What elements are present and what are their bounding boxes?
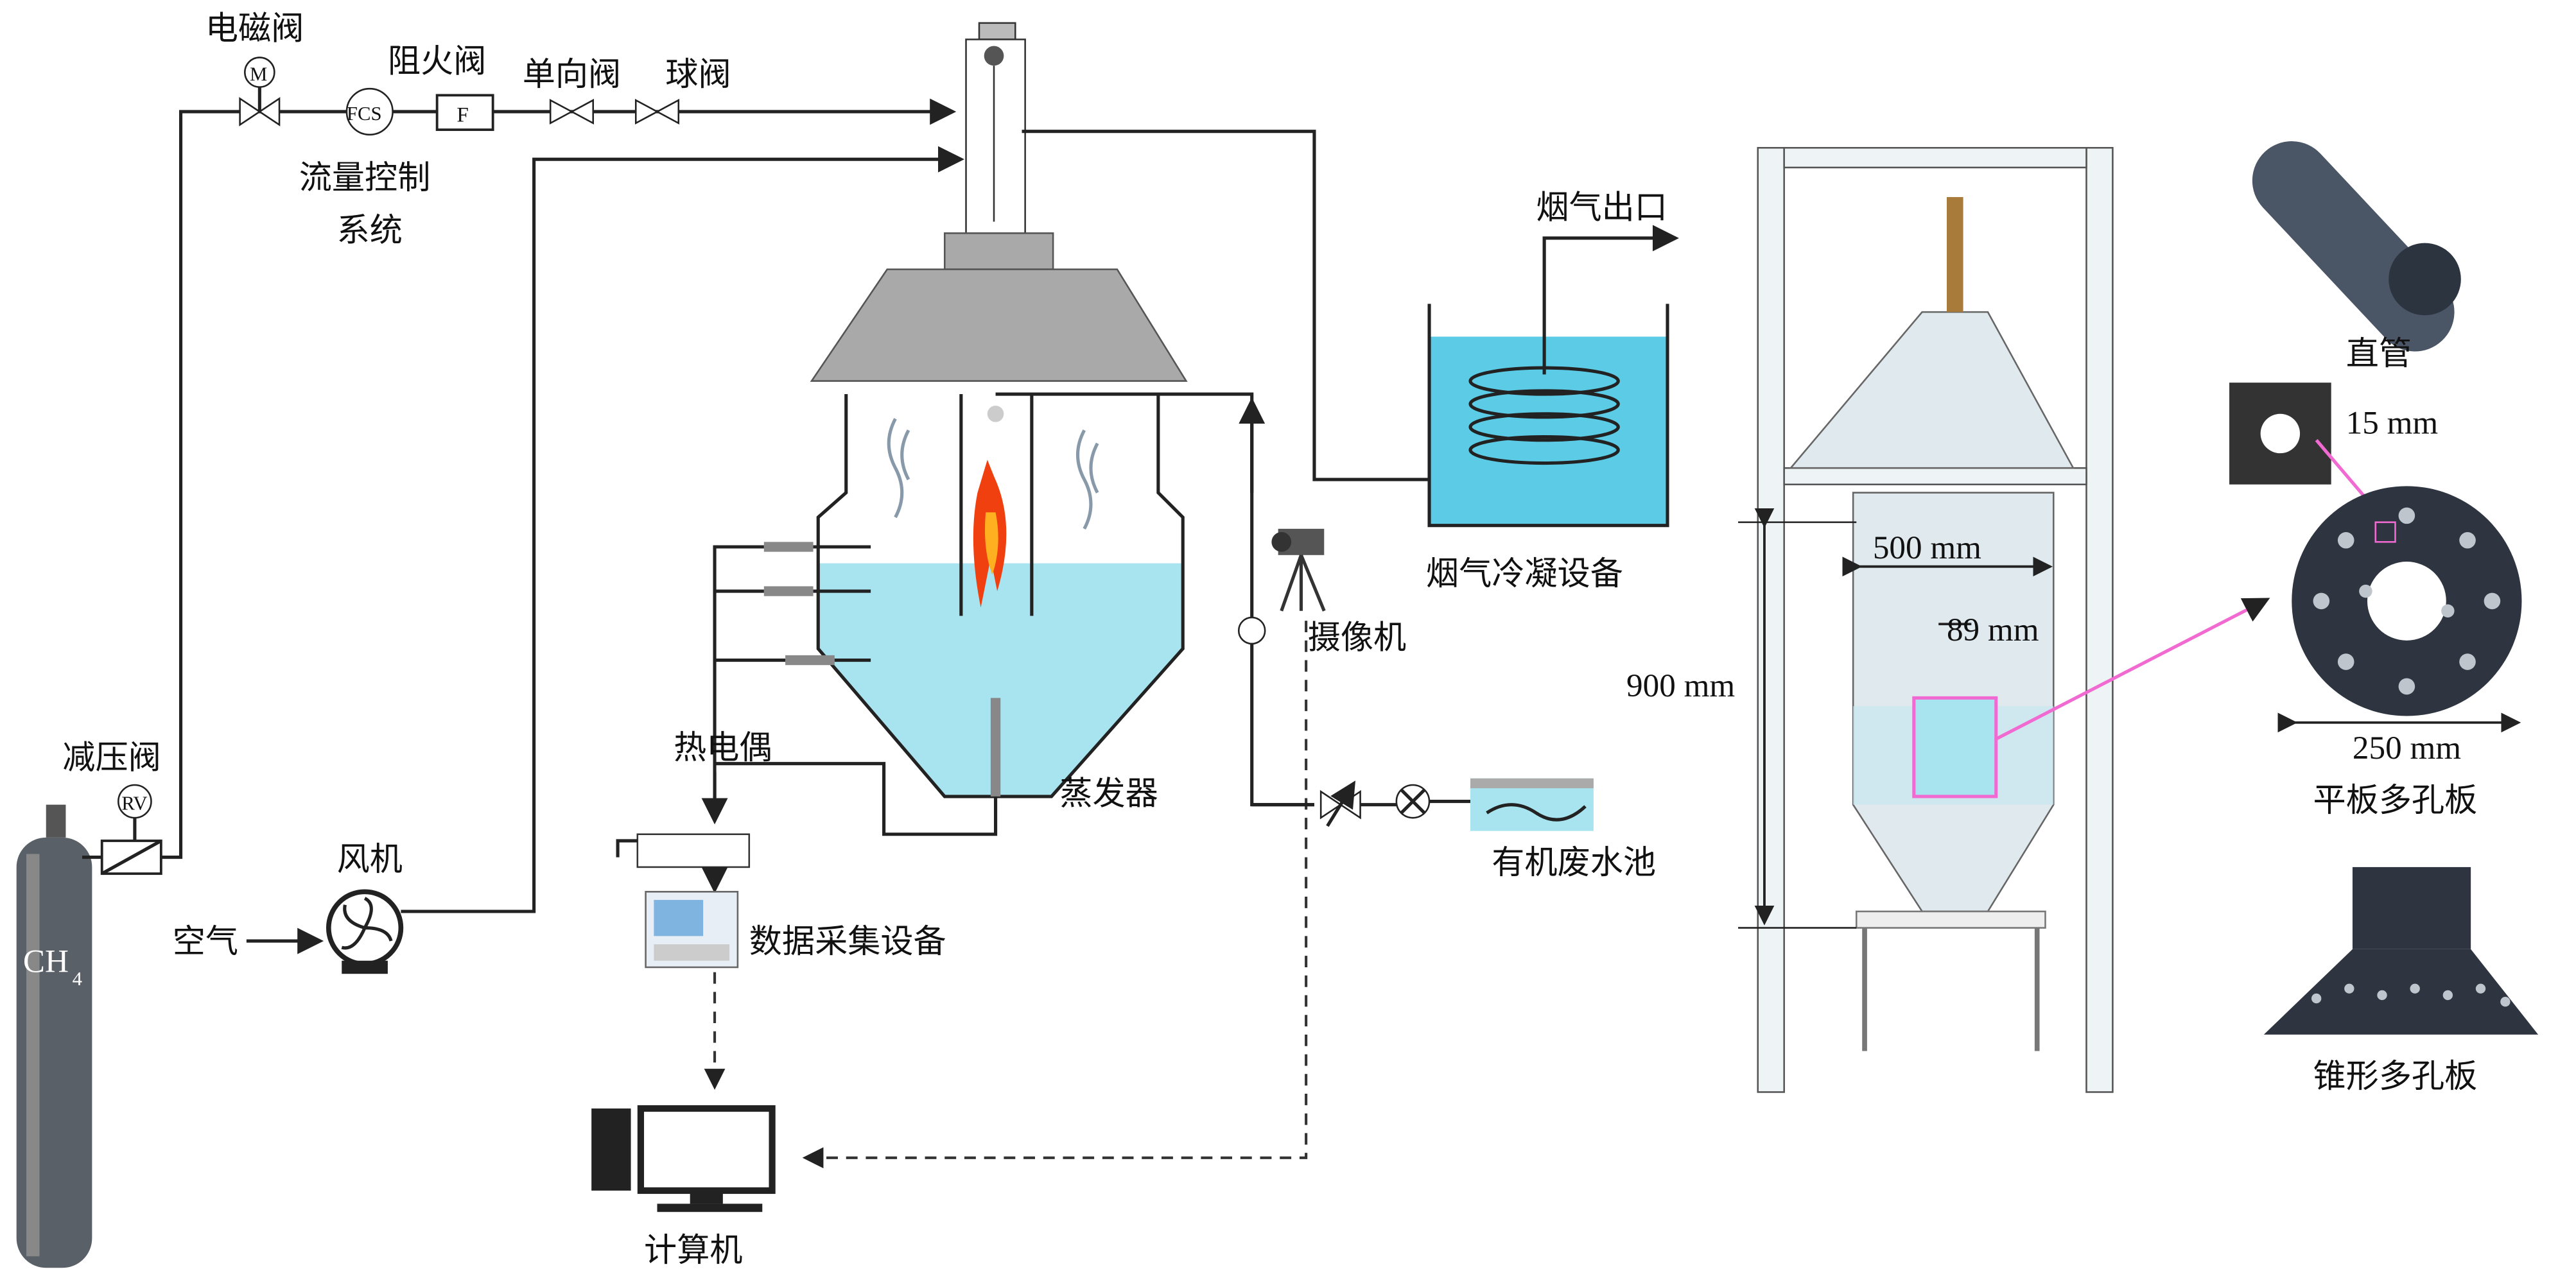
cone-plate-label: 锥形多孔板 [2313,1058,2478,1096]
cylinder-label: CH [23,944,69,980]
fan-icon [326,889,404,974]
wastewater-pool-label: 有机废水池 [1492,844,1656,882]
fcs-symbol: FCS [347,103,382,125]
plate-diameter-label: 250 mm [2353,730,2461,766]
flow-control-icon [345,87,394,136]
ball-valve-icon [634,98,680,125]
hood [810,268,1188,382]
pressure-reducer-label: 减压阀 [62,739,161,777]
check-valve-2-icon [1237,616,1266,645]
flat-plate-label: 平板多孔板 [2313,782,2478,820]
tube-diameter-label: 89 mm [1947,612,2039,648]
solenoid-valve-label: 电磁阀 [205,10,304,47]
ch4-cylinder: CH 4 [16,804,92,1268]
computer-icon [591,1105,776,1212]
hole-size-label: 15 mm [2346,404,2439,441]
data-acquisition-icon [645,891,739,969]
vessel-height-label: 900 mm [1626,668,1735,704]
f-symbol: F [457,103,468,126]
check-valve-icon [549,98,595,125]
flame-arrester-icon [435,94,494,132]
solenoid-valve-icon [239,97,281,126]
air-label: 空气 [173,923,238,961]
camera-label: 摄像机 [1308,619,1406,657]
signal-conditioner-icon [616,833,751,868]
fan-label: 风机 [337,841,403,879]
evaporator-label: 蒸发器 [1059,775,1158,813]
ball-valve-label: 球阀 [665,56,731,94]
burner-column [810,22,1188,382]
straight-tube-icon [2252,141,2461,352]
evaporator-vessel [816,394,1185,798]
data-acquisition-label: 数据采集设备 [749,923,946,961]
rv-symbol: RV [121,792,147,814]
camera-icon [1271,528,1326,612]
check-valve-label: 单向阀 [523,56,621,94]
cone-porous-plate-icon [2263,866,2539,1035]
thermocouple-label: 热电偶 [674,729,772,767]
flue-condenser [1427,225,1679,528]
flow-control-label-2: 系统 [337,212,403,250]
wastewater-pool [1470,778,1594,831]
thermocouples [701,542,1001,836]
flue-outlet-label: 烟气出口 [1536,189,1667,227]
m-symbol: M [250,63,267,85]
pressure-gauge-icon [117,784,152,819]
condenser-label: 烟气冷凝设备 [1426,555,1623,593]
vessel-diameter-label: 500 mm [1873,530,1981,566]
flow-control-label-1: 流量控制 [299,159,431,197]
apparatus-3d [1738,146,2270,1093]
cylinder-label-sub: 4 [73,968,82,990]
flame-arrester-label: 阻火阀 [388,43,486,81]
computer-label: 计算机 [644,1232,742,1270]
flat-porous-plate-icon [2277,486,2522,733]
straight-tube-label: 直管 [2346,335,2412,373]
